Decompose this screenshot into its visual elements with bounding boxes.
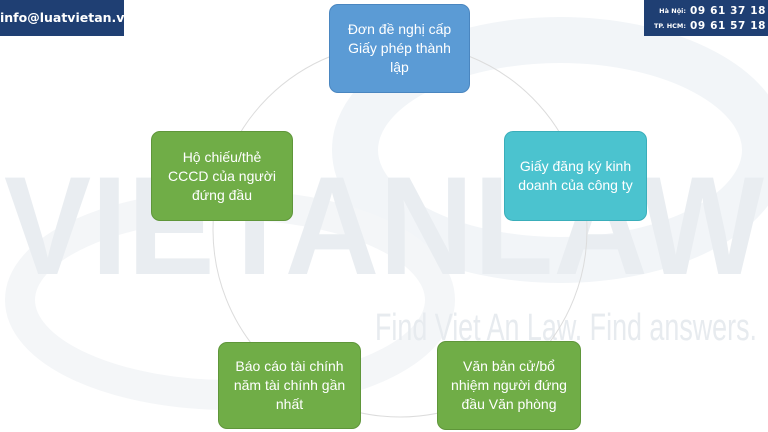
- cycle-node-business-registration: Giấy đăng ký kinh doanh của công ty: [504, 131, 647, 221]
- cycle-node-financial-report: Báo cáo tài chính năm tài chính gần nhất: [218, 342, 361, 429]
- cycle-node-application-form: Đơn đề nghị cấp Giấy phép thành lập: [329, 4, 470, 93]
- watermark-brand: VIETANLAW: [4, 147, 764, 304]
- hotline-number: 09 61 57 18 18: [690, 20, 768, 32]
- hotline-city: TP. HCM:: [653, 22, 686, 30]
- watermark-swoosh: [332, 17, 768, 283]
- hotline-row-hcm[interactable]: TP. HCM: 09 61 57 18 18: [644, 18, 768, 34]
- hotline-city: Hà Nội:: [659, 7, 686, 15]
- email-text: info@luatvietan.vn: [0, 10, 134, 25]
- hotline-row-hanoi[interactable]: Hà Nội: 09 61 37 18 18: [644, 3, 768, 19]
- cycle-node-passport-id: Hộ chiếu/thẻ CCCD của người đứng đầu: [151, 131, 293, 221]
- node-label: Đơn đề nghị cấp Giấy phép thành lập: [347, 21, 452, 75]
- hotline-badge: Hà Nội: 09 61 37 18 18 TP. HCM: 09 61 57…: [644, 0, 768, 36]
- node-label: Giấy đăng ký kinh doanh của công ty: [518, 158, 633, 193]
- email-badge[interactable]: info@luatvietan.vn: [0, 0, 133, 36]
- node-label: Hộ chiếu/thẻ CCCD của người đứng đầu: [167, 148, 277, 203]
- node-label: Văn bản cử/bổ nhiệm người đứng đầu Văn p…: [451, 358, 567, 412]
- cycle-node-appointment-document: Văn bản cử/bổ nhiệm người đứng đầu Văn p…: [437, 341, 581, 430]
- node-label: Báo cáo tài chính năm tài chính gần nhất: [233, 358, 346, 412]
- hotline-number: 09 61 37 18 18: [690, 5, 768, 17]
